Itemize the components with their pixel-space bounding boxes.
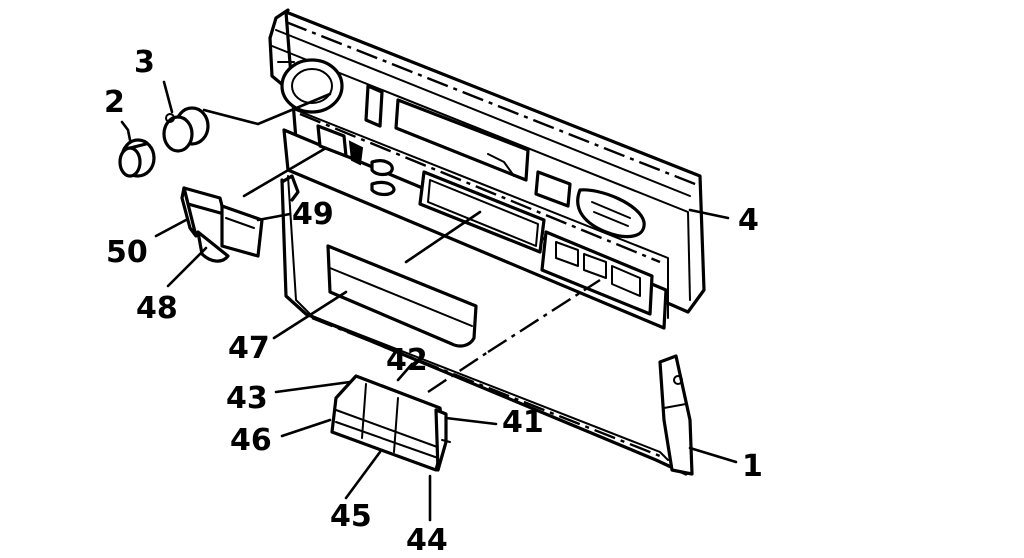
callout-2: 2 (104, 85, 125, 120)
callout-49: 49 (292, 197, 334, 232)
callout-1: 1 (742, 449, 763, 484)
callout-47: 47 (228, 331, 270, 366)
callout-labels: 2 3 4 49 50 48 47 42 43 41 46 1 45 44 (104, 45, 763, 558)
small-knobs (118, 106, 210, 178)
callout-50: 50 (106, 235, 148, 270)
callout-3: 3 (134, 45, 155, 80)
callout-42: 42 (386, 343, 428, 378)
callout-43: 43 (226, 381, 268, 416)
callout-44: 44 (406, 523, 448, 558)
callout-41: 41 (502, 405, 544, 440)
switch-block (330, 374, 451, 472)
callout-4: 4 (738, 203, 759, 238)
callout-45: 45 (330, 499, 372, 534)
callout-48: 48 (136, 291, 178, 326)
leader-lines (120, 20, 738, 522)
callout-46: 46 (230, 423, 272, 458)
vent-slider (326, 244, 478, 348)
knob-assembly (180, 186, 264, 263)
face-panel (280, 124, 694, 476)
